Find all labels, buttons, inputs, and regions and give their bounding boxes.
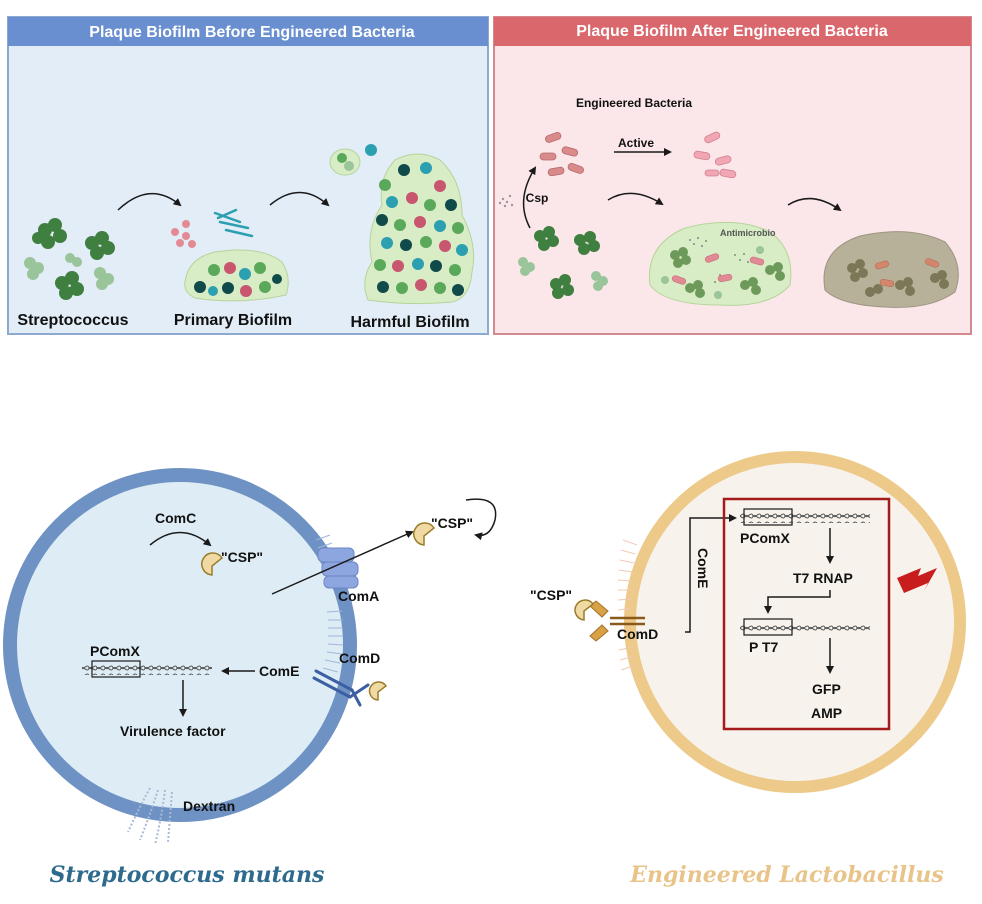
gfp-label: GFP [812,681,841,697]
panel-after: Plaque Biofilm After Engineered Bacteria… [493,16,972,335]
antimicrobial-label: Antimicrobio [720,228,776,238]
panel-before-header [8,17,488,46]
active-label: Active [618,136,654,150]
csp-inside-label: "CSP" [221,549,263,565]
comd-label: ComD [339,650,380,666]
strep-species-title: Streptococcus mutans [50,862,325,888]
strep-cell: ComC "CSP" "CSP" ComA ComD ComE PComX Vi… [3,468,497,888]
primary-biofilm [171,208,289,302]
arrow-to-pt7 [764,590,831,614]
csp-loop-arrow [465,498,497,541]
arrow-2 [269,191,330,207]
engineered-rods [539,132,584,177]
coma-label: ComA [338,588,379,604]
panel-after-title: Plaque Biofilm After Engineered Bacteria [576,23,888,40]
dextran-label: Dextran [183,798,235,814]
panel-after-header [494,17,971,46]
coma-transporter [317,547,359,589]
pcomx-label-lacto: PComX [740,530,790,546]
csp-lacto-label: "CSP" [530,587,572,603]
genetic-circuit-box [722,497,891,731]
label-primary-biofilm: Primary Biofilm [174,312,292,329]
arrow-to-result [787,197,842,212]
arrow-1 [117,192,182,211]
active-rods [693,131,737,179]
amp-label: AMP [811,705,842,721]
strep-membrane [3,468,357,822]
come-lacto-label: ComE [695,548,711,588]
cleared-biofilm [823,231,959,308]
lacto-dna-2 [740,623,870,633]
lacto-dna-1 [740,513,870,523]
comc-label: ComC [155,510,196,526]
lacto-cell: "CSP" ComD ComE PComX T7 RNAP P T7 GFP A… [530,451,966,888]
csp-dots [498,194,514,208]
csp-outside-icon [413,522,436,546]
label-harmful-biofilm: Harmful Biofilm [350,314,469,331]
panel-before: Plaque Biofilm Before Engineered Bacteri… [7,16,489,335]
csp-label: Csp [526,191,549,205]
virulence-label: Virulence factor [120,723,226,739]
streptococcus-cluster [24,218,115,300]
lacto-membrane [624,451,966,793]
comd-receptor-strep [312,669,370,707]
csp-arrow [522,166,537,229]
highlight-arrow-icon [897,568,937,593]
csp-outside-label: "CSP" [431,515,473,531]
csp-lacto-icon [574,599,595,621]
lacto-bilayer [617,539,638,671]
strep-dna [82,665,212,675]
arrow-to-treatment [607,192,664,206]
csp-export-arrow [271,530,414,595]
come-lacto-path [685,514,737,633]
csp-inside-icon [201,552,224,576]
after-streptococcus [518,226,608,299]
pcomx-box-lacto [743,508,793,526]
comd-lacto-label: ComD [617,626,658,642]
pcomx-label-strep: PComX [90,643,140,659]
t7rnap-label: T7 RNAP [793,570,853,586]
treated-biofilm [648,221,792,306]
lacto-species-title: Engineered Lactobacillus [629,862,944,888]
comc-arrow [149,531,212,547]
harmful-biofilm [329,144,475,305]
pt7-label: P T7 [749,639,779,655]
pt7-box [743,618,793,636]
come-label: ComE [259,663,299,679]
label-streptococcus: Streptococcus [17,312,128,329]
engineered-bacteria-label: Engineered Bacteria [576,96,692,110]
comd-receptor-lacto [589,600,645,642]
pcomx-box-strep [91,660,141,678]
dextran-chains [127,787,173,846]
panel-before-title: Plaque Biofilm Before Engineered Bacteri… [89,24,415,41]
csp-bound-icon [368,681,388,701]
